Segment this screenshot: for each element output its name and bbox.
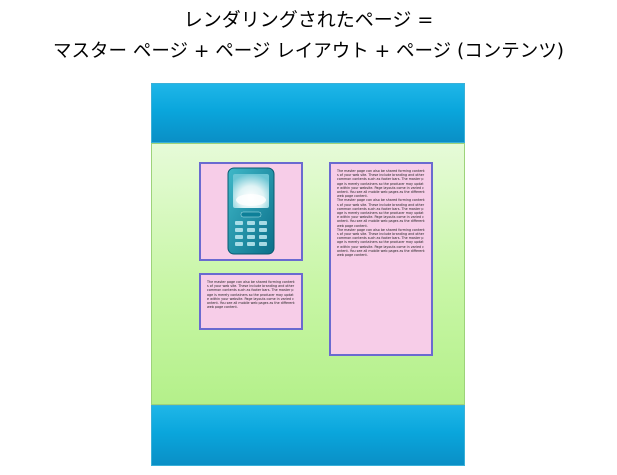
mobile-phone-icon: [227, 167, 275, 255]
zone-small-text: The master page can also be shared formi…: [207, 280, 295, 310]
diagram-title-line2: マスター ページ + ページ レイアウト + ページ (コンテンツ): [53, 41, 564, 62]
rendered-page-diagram: The master page can also be shared formi…: [151, 83, 465, 466]
text-content-zone-tall: The master page can also be shared formi…: [329, 162, 433, 356]
zone-tall-text-3: The master page can also be shared formi…: [337, 227, 425, 258]
zone-tall-text-1: The master page can also be shared formi…: [337, 169, 425, 199]
diagram-title-line1: レンダリングされたページ =: [183, 9, 434, 31]
image-content-zone: [199, 162, 303, 261]
zone-tall-text-2: The master page can also be shared formi…: [337, 198, 425, 228]
master-page-footer-band: [151, 405, 465, 466]
text-content-zone-small: The master page can also be shared formi…: [199, 273, 303, 330]
master-page-header-band: [151, 83, 465, 143]
